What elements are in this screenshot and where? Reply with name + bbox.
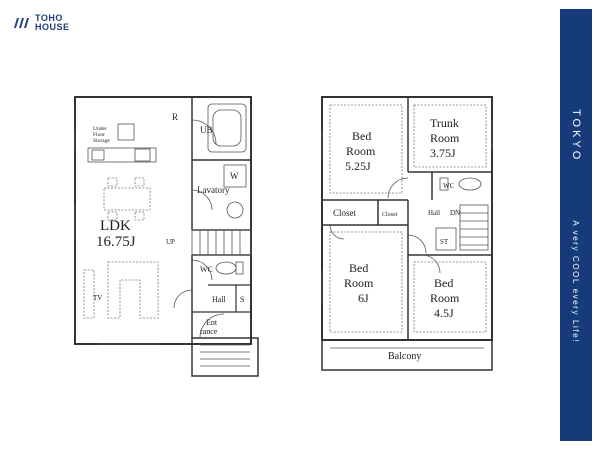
under-floor-label-1: Under [93, 126, 107, 132]
floor2-outer-wall [321, 96, 493, 341]
brand-logo: TOHO HOUSE [12, 14, 70, 32]
small-closet-label: Closet [382, 212, 398, 218]
entrance-label-2: rance [200, 327, 218, 336]
floor2-dn-label: DN [450, 209, 460, 217]
floor1-s-label: S [240, 295, 244, 304]
balcony-outline [321, 339, 493, 371]
under-floor-label-2: Floor [93, 132, 105, 138]
floor1-w-label: W [230, 171, 239, 181]
under-floor-label-3: Storage [93, 138, 110, 144]
ldk-size: 16.75J [96, 234, 136, 250]
ldk-name: LDK [100, 218, 131, 234]
trunk-room-size: 3.75J [430, 146, 456, 160]
entrance-porch [191, 337, 259, 377]
bedroom1-name-2: Room [346, 144, 376, 158]
lavatory-label: Lavatory [197, 185, 230, 195]
floor1-up-label: UP [166, 238, 175, 246]
closet-label: Closet [333, 208, 357, 218]
bedroom2-name-2: Room [344, 276, 374, 290]
tv-label: TV [93, 294, 102, 302]
brand-name: TOHO HOUSE [35, 14, 70, 32]
side-band-city: TOKYO [570, 109, 582, 163]
floor2-hall-label: Hall [428, 209, 440, 217]
bedroom1-name-1: Bed [352, 129, 371, 143]
side-band-tagline: A very COOL every Life! [571, 220, 581, 344]
bedroom3-name-1: Bed [434, 276, 453, 290]
logo-mark-icon [14, 18, 29, 28]
bedroom2-size: 6J [358, 291, 369, 305]
bedroom1-size: 5.25J [345, 159, 371, 173]
bedroom3-size: 4.5J [434, 306, 454, 320]
brand-line2: HOUSE [35, 22, 70, 32]
trunk-room-name-1: Trunk [430, 116, 459, 130]
side-band: TOKYO A very COOL every Life! [560, 9, 592, 441]
floor2-st-label: ST [440, 238, 449, 246]
bedroom2-name-1: Bed [349, 261, 368, 275]
ub-label: UB [200, 125, 213, 135]
trunk-room-name-2: Room [430, 131, 460, 145]
floor1-hall-label: Hall [212, 295, 227, 304]
floor2-plan: Bed Room 5.25J Trunk Room 3.75J Closet C… [321, 96, 493, 371]
floor1-r-label: R [172, 112, 178, 122]
balcony-label: Balcony [388, 351, 421, 362]
floor1-wc-label: WC [200, 265, 213, 274]
side-band-text: TOKYO A very COOL every Life! [560, 9, 592, 441]
entrance-label-1: Ent [206, 318, 218, 327]
bedroom3-name-2: Room [430, 291, 460, 305]
floor2-wc-label: WC [443, 182, 455, 190]
floor1-plan: Under Floor Storage R LDK 16.75J UP TV U… [74, 96, 259, 377]
brand-line1: TOHO [35, 13, 63, 23]
floor1-stairs [191, 229, 252, 256]
floor2-stairs [459, 204, 489, 251]
